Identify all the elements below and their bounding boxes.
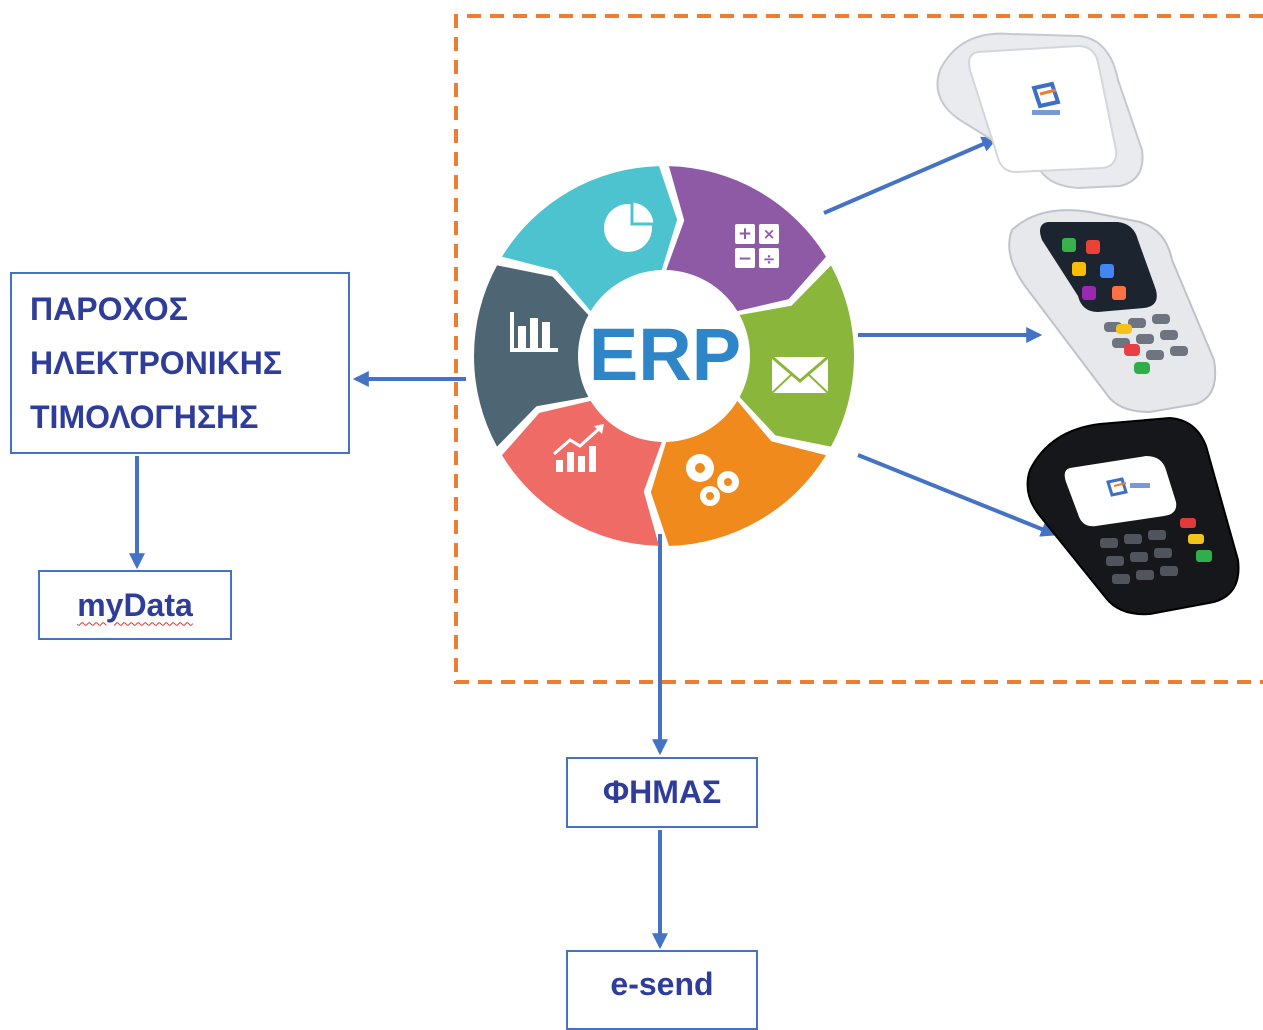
mydata-label: myData	[77, 586, 193, 623]
bar-chart-icon	[510, 312, 558, 352]
svg-text:+: +	[738, 224, 752, 244]
provider-line-1: ΠΑΡΟΧΟΣ	[30, 291, 188, 327]
wheel-segment-envelope	[739, 265, 855, 447]
svg-text:×: ×	[763, 225, 776, 243]
trend-chart-icon	[553, 424, 604, 472]
provider-box: ΠΑΡΟΧΟΣ ΗΛΕΚΤΡΟΝΙΚΗΣ ΤΙΜΟΛΟΓΗΣΗΣ	[10, 272, 350, 454]
erp-wheel	[474, 166, 855, 546]
wheel-segment-trend-chart	[501, 400, 662, 546]
arrow-erp-to-terminal-1	[823, 136, 998, 215]
svg-text:÷: ÷	[763, 250, 776, 268]
provider-line-3: ΤΙΜΟΛΟΓΗΣΗΣ	[30, 399, 259, 435]
dashed-frame	[454, 14, 1263, 684]
provider-line-2: ΗΛΕΚΤΡΟΝΙΚΗΣ	[30, 345, 283, 381]
mydata-box: myData	[38, 570, 232, 640]
envelope-icon	[771, 355, 829, 394]
gears-icon	[686, 454, 739, 506]
wheel-segment-bar-chart	[474, 265, 589, 447]
erp-label: ERP	[588, 313, 742, 396]
fhmas-box: ΦΗΜΑΣ	[566, 757, 758, 828]
esend-label: e-send	[610, 966, 714, 1002]
esend-box: e-send	[566, 950, 758, 1030]
pie-chart-icon	[604, 199, 657, 252]
erp-center	[579, 271, 749, 441]
fhmas-label: ΦΗΜΑΣ	[602, 774, 722, 810]
wheel-segment-gears	[650, 400, 827, 546]
arrow-erp-to-terminal-3	[857, 453, 1057, 537]
calculator-icon: + × − ÷	[735, 224, 779, 269]
svg-text:−: −	[738, 249, 752, 269]
